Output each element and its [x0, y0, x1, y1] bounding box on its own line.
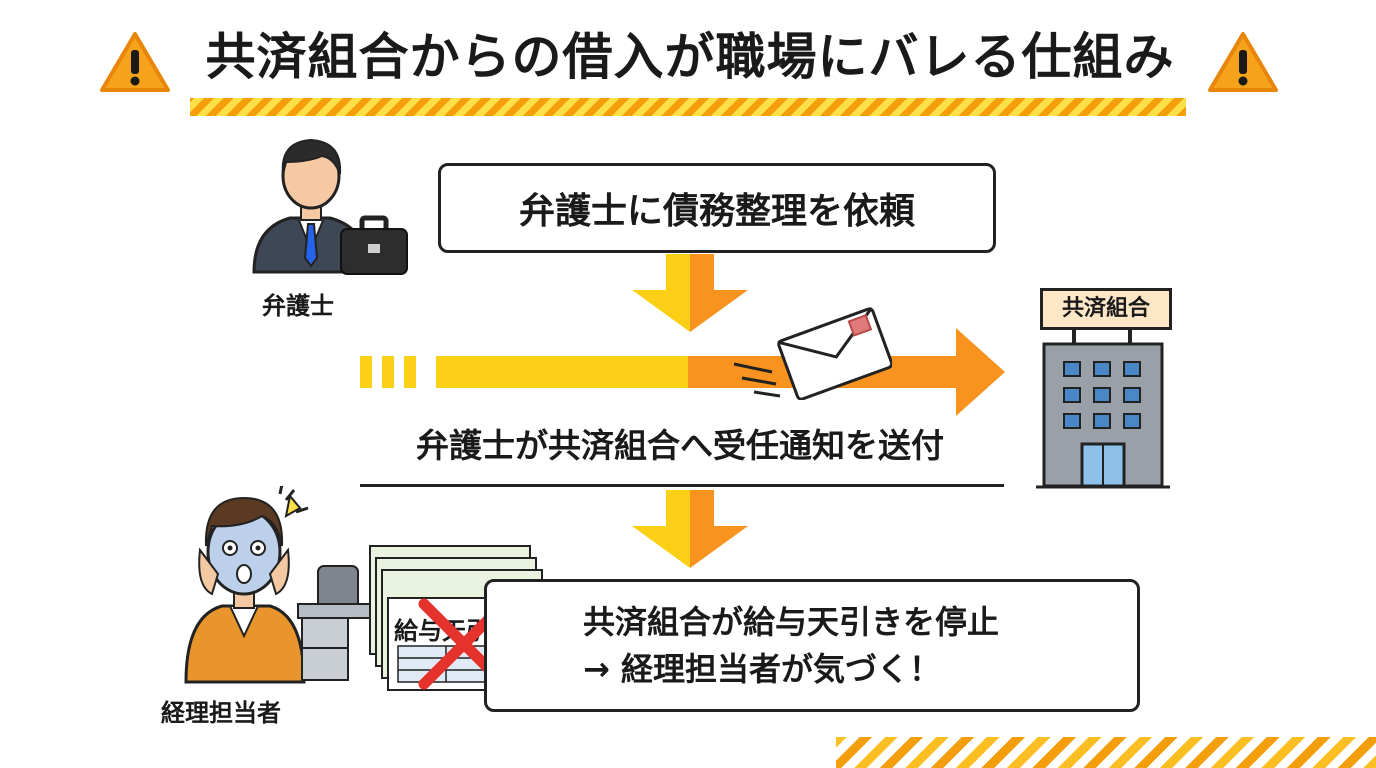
desk-icon	[297, 565, 411, 681]
right-arrow-icon	[360, 328, 1005, 416]
step3-line2: → 経理担当者が気づく！	[583, 649, 941, 688]
down-arrow-icon-2	[632, 490, 748, 568]
building-icon	[1036, 330, 1170, 489]
step1-box: 弁護士に債務整理を依頼	[438, 163, 996, 253]
step3-line1: 共済組合が給与天引きを停止	[583, 603, 1000, 642]
envelope-icon	[733, 306, 892, 400]
building-sign: 共済組合	[1040, 288, 1172, 330]
bottom-stripe	[836, 737, 1376, 768]
briefcase-icon	[340, 215, 408, 275]
page-title: 共済組合からの借入が職場にバレる仕組み	[205, 28, 1175, 86]
warning-icon-right	[1208, 32, 1278, 92]
step2-text: 弁護士が共済組合へ受任通知を送付	[416, 426, 944, 465]
step2-underline	[360, 484, 1004, 487]
accountant-label: 経理担当者	[161, 699, 281, 727]
down-arrow-icon-1	[632, 254, 748, 332]
lawyer-icon	[252, 138, 370, 274]
title-stripe	[190, 98, 1186, 116]
warning-icon-left	[100, 32, 170, 92]
lawyer-label: 弁護士	[262, 292, 334, 320]
step3-box: 共済組合が給与天引きを停止 → 経理担当者が気づく！	[484, 579, 1140, 712]
shocked-person-icon	[184, 486, 309, 684]
